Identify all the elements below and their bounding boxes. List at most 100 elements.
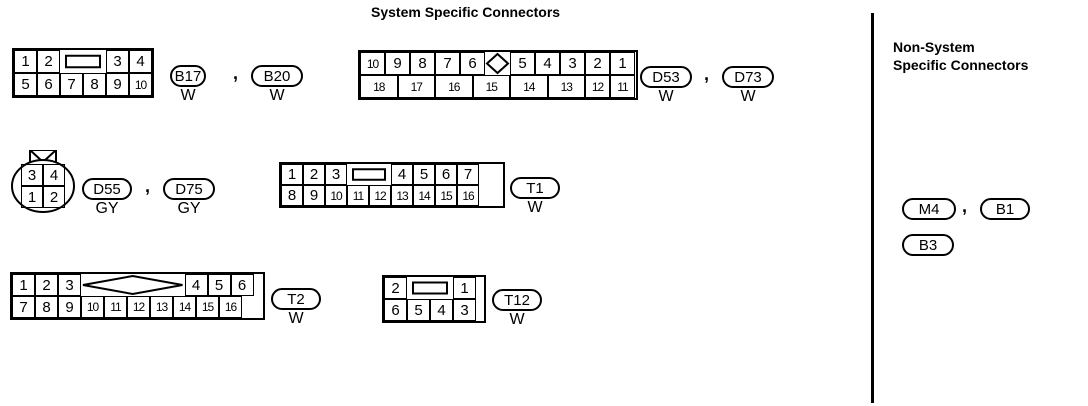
pin-12: 12 (585, 75, 610, 98)
pin-9: 9 (106, 73, 129, 96)
pin-5: 5 (207, 274, 231, 296)
pin-3: 3 (453, 299, 476, 321)
connector-code-t12: T12 (492, 289, 542, 311)
connector-code-d73: D73 (722, 66, 774, 88)
keyway-cell (81, 274, 185, 296)
non-system-title: Non-System Specific Connectors (893, 38, 1028, 74)
pin-12: 12 (127, 296, 150, 318)
pin-9: 9 (58, 296, 81, 318)
wire-color-label: W (180, 87, 196, 104)
pin-10: 10 (325, 185, 347, 206)
pin-10: 10 (81, 296, 104, 318)
pin-11: 11 (347, 185, 369, 206)
pin-7: 7 (435, 52, 460, 75)
pin-3: 3 (58, 274, 81, 296)
pin-14: 14 (413, 185, 435, 206)
pin-14: 14 (173, 296, 196, 318)
pin-15: 15 (196, 296, 219, 318)
pin-4: 4 (391, 164, 413, 185)
pin-10: 10 (129, 73, 152, 96)
pin-16: 16 (457, 185, 479, 206)
connector-code-m4: M4 (902, 198, 956, 220)
keyway-diamond-icon (81, 274, 185, 296)
keyway-cell (60, 50, 106, 73)
pin-14: 14 (510, 75, 548, 98)
pin-4: 4 (430, 299, 453, 321)
pin-4: 4 (43, 164, 65, 186)
pin-5: 5 (407, 299, 430, 321)
pin-16: 16 (435, 75, 473, 98)
connector-code-b1: B1 (980, 198, 1030, 220)
pin-6: 6 (37, 73, 60, 96)
separator-comma: , (233, 63, 239, 83)
pin-11: 11 (610, 75, 635, 98)
connector-code-b3: B3 (902, 234, 954, 256)
pin-3: 3 (106, 50, 129, 73)
pin-2: 2 (585, 52, 610, 75)
keyway-slot-icon (347, 164, 391, 185)
pin-4: 4 (184, 274, 208, 296)
connector-code-d75: D75 (163, 178, 215, 200)
keyway-cell (485, 52, 510, 75)
pin-1: 1 (12, 274, 35, 296)
pin-8: 8 (410, 52, 435, 75)
pin-15: 15 (472, 75, 510, 98)
pin-5: 5 (14, 73, 37, 96)
wire-color-label: W (658, 88, 674, 105)
wire-color-label: W (288, 310, 304, 327)
pin-7: 7 (457, 164, 479, 185)
diagram-title: System Specific Connectors (371, 4, 561, 20)
pin-2: 2 (43, 186, 65, 208)
pin-1: 1 (281, 164, 303, 185)
pin-5: 5 (510, 52, 535, 75)
pin-1: 1 (610, 52, 635, 75)
keyway-cell (407, 277, 453, 299)
connector-code-d53: D53 (640, 66, 692, 88)
non-system-title-line-1: Non-System (893, 39, 975, 55)
pin-12: 12 (369, 185, 391, 206)
pin-6: 6 (435, 164, 457, 185)
pin-2: 2 (35, 274, 58, 296)
connector-code-t1: T1 (510, 177, 560, 199)
pin-4: 4 (129, 50, 152, 73)
connector-code-t2: T2 (271, 288, 321, 310)
pin-7: 7 (12, 296, 35, 318)
keyway-diamond-icon (485, 52, 510, 75)
pin-13: 13 (150, 296, 173, 318)
pin-2: 2 (303, 164, 325, 185)
wire-color-label: W (740, 88, 756, 105)
wire-color-label: W (527, 199, 543, 216)
pin-8: 8 (35, 296, 58, 318)
connector-code-b17: B17 (170, 65, 206, 87)
connector-code-d55: D55 (82, 178, 132, 200)
pin-9: 9 (303, 185, 325, 206)
separator-comma: , (145, 176, 151, 196)
pin-2: 2 (37, 50, 60, 73)
section-divider (871, 13, 874, 403)
wire-color-label: W (509, 311, 525, 328)
pin-11: 11 (104, 296, 127, 318)
pin-7: 7 (60, 73, 83, 96)
keyway-slot-icon (60, 50, 106, 73)
pin-1: 1 (453, 277, 476, 299)
pin-10: 10 (360, 52, 385, 75)
wire-color-label: GY (95, 200, 119, 217)
pin-1: 1 (21, 186, 43, 208)
pin-2: 2 (384, 277, 407, 299)
pin-4: 4 (535, 52, 560, 75)
pin-1: 1 (14, 50, 37, 73)
pin-8: 8 (83, 73, 106, 96)
pin-6: 6 (460, 52, 485, 75)
pin-3: 3 (325, 164, 347, 185)
pin-17: 17 (397, 75, 435, 98)
non-system-title-line-2: Specific Connectors (893, 57, 1029, 73)
pin-3: 3 (560, 52, 585, 75)
pin-18: 18 (360, 75, 398, 98)
pin-9: 9 (385, 52, 410, 75)
